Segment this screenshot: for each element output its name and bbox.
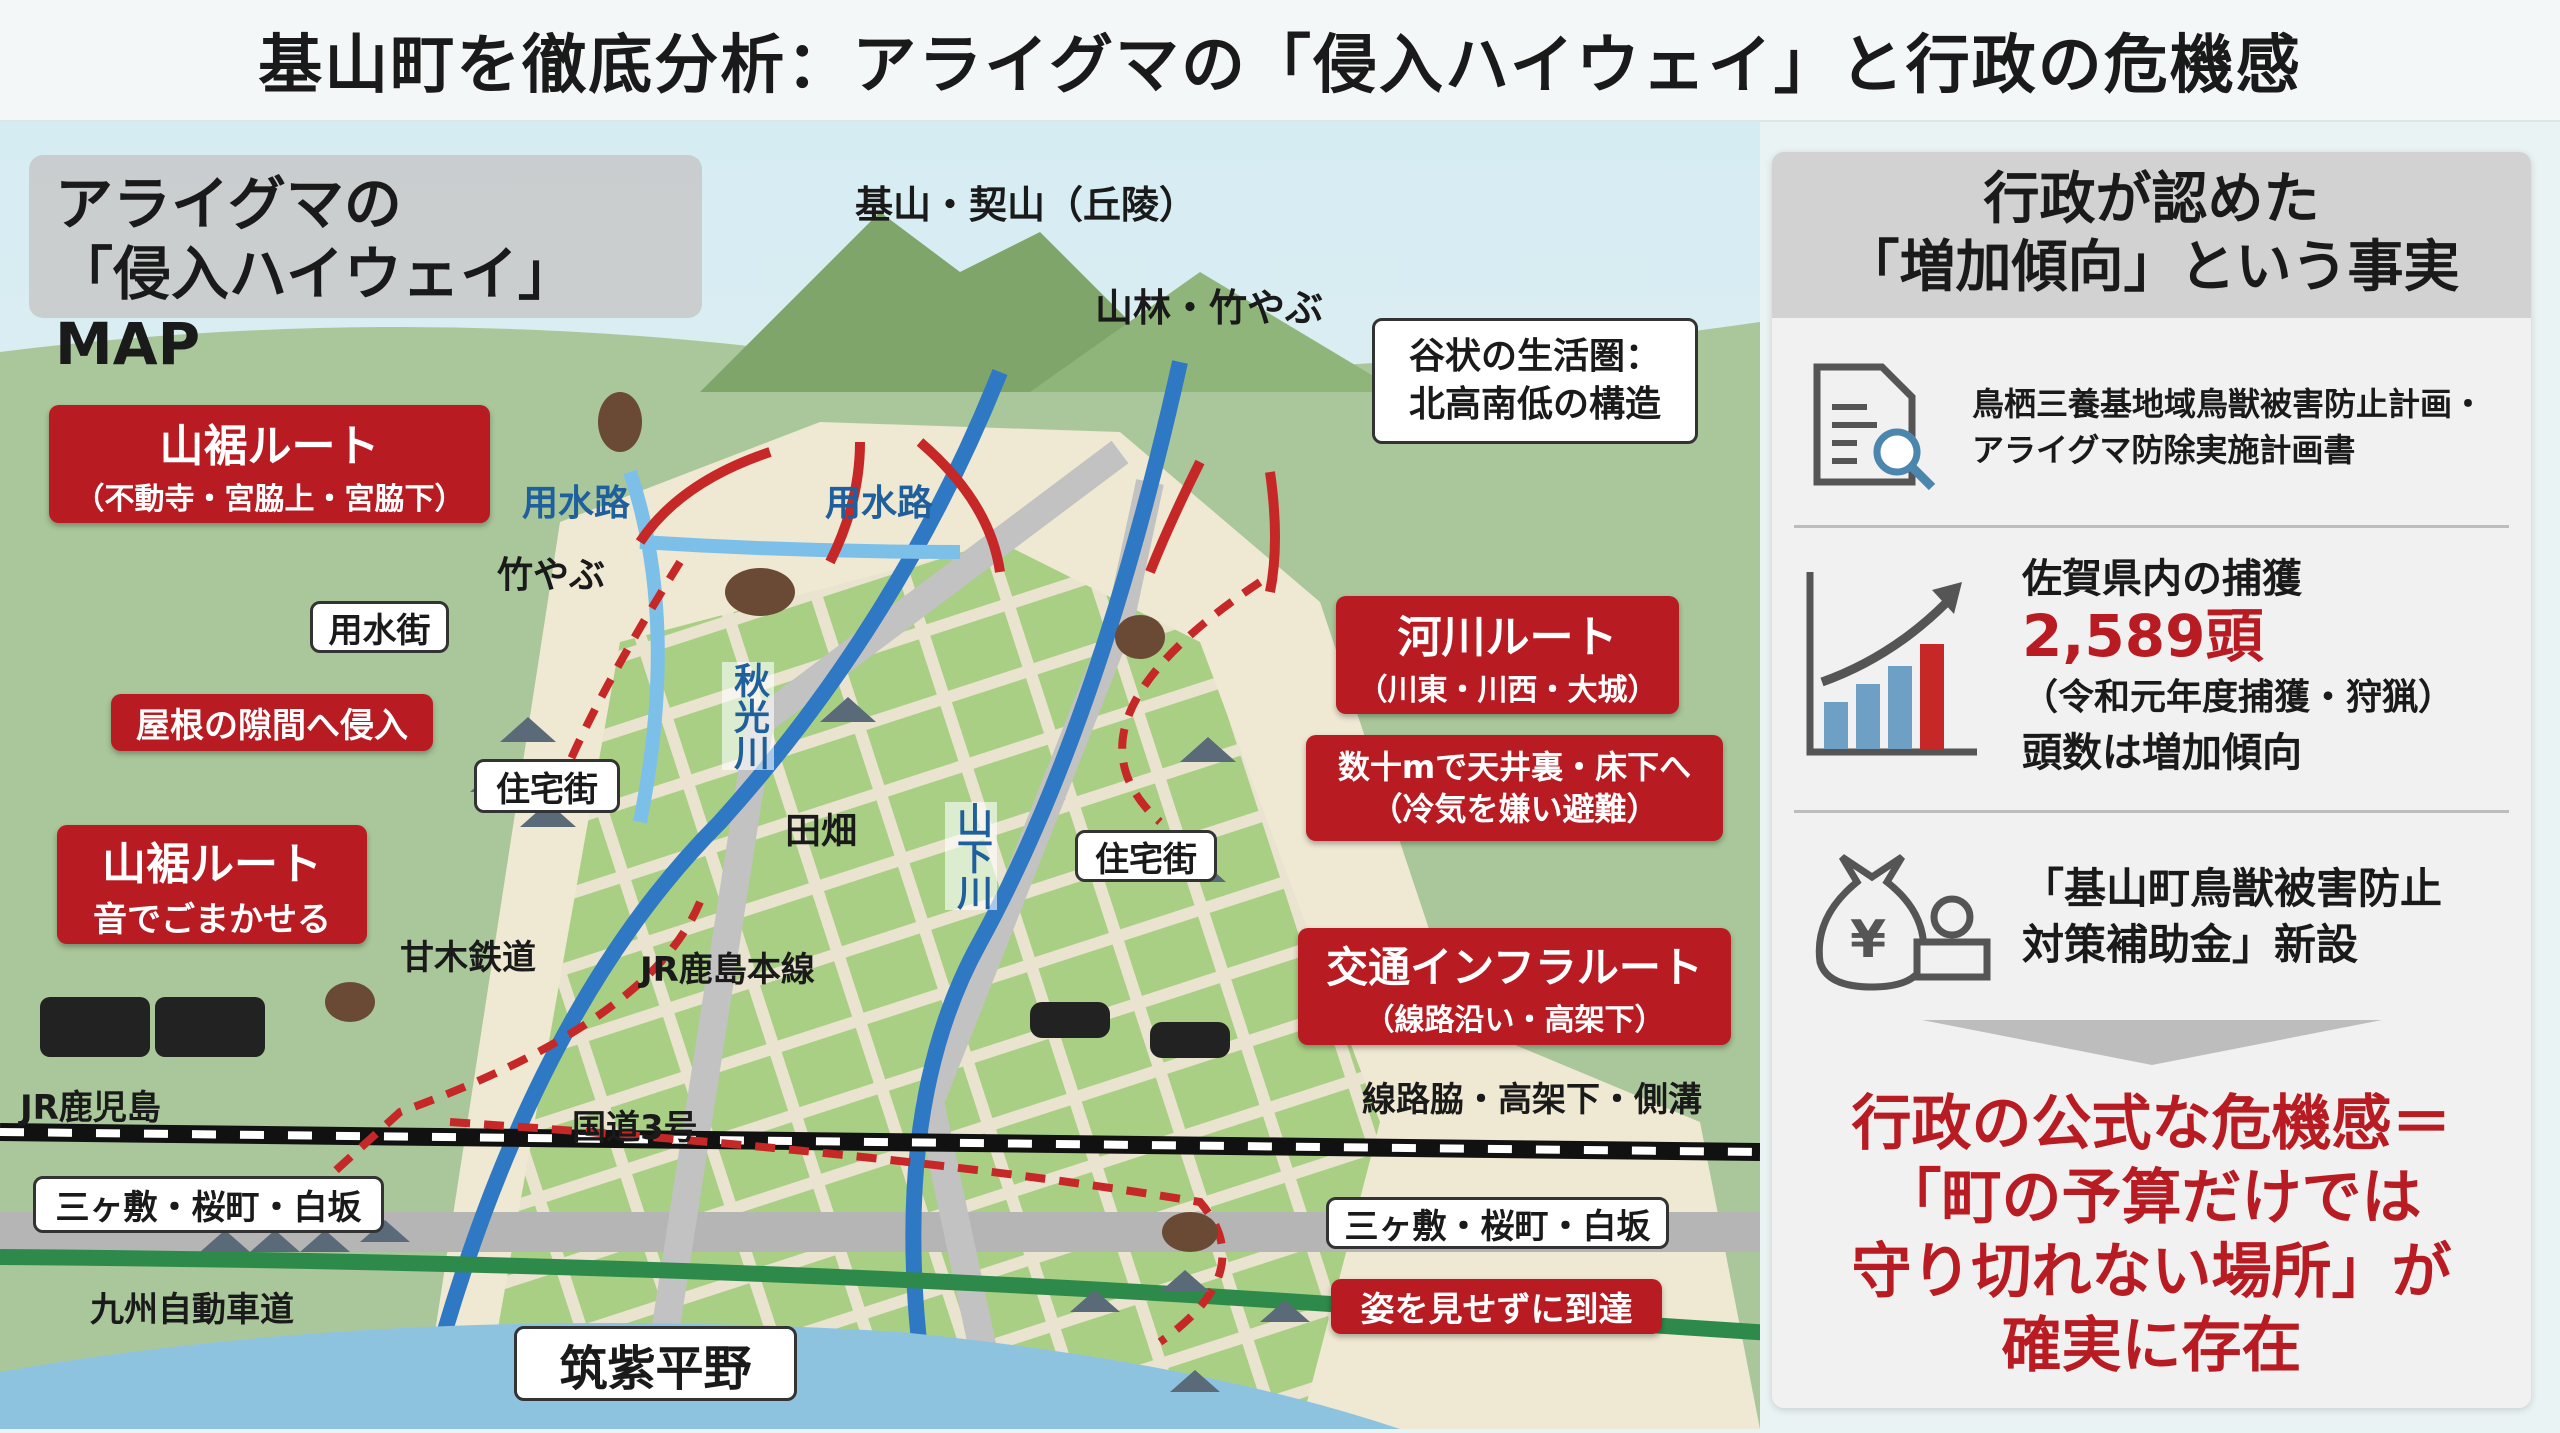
- bamboo-label: 竹やぶ: [497, 555, 606, 596]
- mountain-arrows: [635, 438, 1280, 593]
- capture-value: 2,589頭: [2022, 602, 2264, 670]
- capture-trend: 頭数は増加傾向: [2022, 730, 2302, 776]
- raccoon-icon: [325, 392, 1218, 1252]
- residential-label: 住宅街: [474, 759, 620, 813]
- svg-text:¥: ¥: [1850, 910, 1886, 970]
- divider: [1794, 525, 2509, 528]
- jr-kashima-label: JR鹿島本線: [640, 950, 815, 990]
- route-sub: （川東・川西・大城）: [1357, 673, 1658, 708]
- valley-line1: 谷状の生活圏：: [1408, 336, 1661, 377]
- page-title: 基山町を徹底分析：アライグマの「侵入ハイウェイ」と行政の危機感: [258, 29, 2302, 103]
- map-title-line1: アライグマの: [55, 170, 402, 238]
- conclusion-line4: 確実に存在: [2001, 1311, 2302, 1381]
- amagi-railway-label: 甘木鉄道: [400, 938, 536, 978]
- mountain-icon: [1030, 272, 1400, 392]
- panel-header-line1: 行政が認めた: [1983, 167, 2320, 232]
- conclusion-line3: 守り切れない場所」が: [1851, 1237, 2452, 1307]
- river-yamashita: [905, 360, 1188, 1424]
- divider: [1794, 810, 2509, 813]
- admin-facts-panel: 行政が認めた 「増加傾向」という事実 鳥栖三養基地域鳥獣被害防止計画・ アライグ…: [1772, 152, 2531, 1408]
- canal-label: 用水路: [522, 483, 631, 524]
- route3-label: 国道3号: [572, 1108, 698, 1148]
- roof-entry-callout: 屋根の隙間へ侵入: [111, 694, 433, 751]
- valley-line2: 北高南低の構造: [1408, 384, 1661, 425]
- stamp-icon: [1913, 895, 1991, 981]
- capture-label: 佐賀県内の捕獲: [2022, 556, 2302, 602]
- route-title: 山裾ルート: [102, 839, 322, 890]
- title-bar: 基山町を徹底分析：アライグマの「侵入ハイウェイ」と行政の危機感: [0, 0, 2560, 122]
- capture-text: 佐賀県内の捕獲 2,589頭 （令和元年度捕獲・狩猟） 頭数は増加傾向: [2022, 546, 2454, 778]
- panel-header: 行政が認めた 「増加傾向」という事実: [1772, 152, 2531, 318]
- foothill-route2-callout: 山裾ルート 音でごまかせる: [57, 825, 367, 944]
- plain-label: 筑紫平野: [514, 1326, 797, 1401]
- river-akimitsu-label: 秋光川: [722, 662, 774, 770]
- hills-label: 基山・契山（丘陵）: [855, 183, 1198, 227]
- mountain-icon: [700, 212, 1200, 392]
- ceiling-callout: 数十mで天井裏・床下へ （冷気を嫌い避難）: [1306, 735, 1723, 841]
- fields: [480, 542, 1380, 1429]
- route-title: 河川ルート: [1397, 612, 1618, 663]
- ceiling-line2: （冷気を嫌い避難）: [1370, 790, 1659, 828]
- area-label-right: 三ヶ敷・桜町・白坂: [1326, 1197, 1669, 1249]
- river-yamashita-label: 山下川: [945, 802, 997, 910]
- conclusion-line1: 行政の公式な危機感＝: [1851, 1089, 2452, 1159]
- subsidy-section: ¥ 「基山町鳥獣被害防止 対策補助金」新設: [1802, 832, 2502, 1002]
- money-bag-yen-icon: ¥: [1815, 854, 1991, 991]
- plan-document-section: 鳥栖三養基地域鳥獣被害防止計画・ アライグマ防除実施計画書: [1802, 352, 2502, 502]
- plan-line1: 鳥栖三養基地域鳥獣被害防止計画・: [1972, 385, 2485, 423]
- foothill-route-callout: 山裾ルート （不動寺・宮脇上・宮脇下）: [49, 405, 490, 523]
- subsidy-line1: 「基山町鳥獣被害防止: [2022, 864, 2443, 913]
- subsidy-line2: 対策補助金」新設: [2022, 920, 2359, 969]
- route-title: 山裾ルート: [159, 421, 380, 472]
- down-arrow-icon: [1922, 1020, 2382, 1065]
- subsidy-text: 「基山町鳥獣被害防止 対策補助金」新設: [2022, 861, 2442, 973]
- river-akimitsu: [412, 369, 1008, 1424]
- expressway-label: 九州自動車道: [90, 1290, 294, 1330]
- canal: [623, 469, 961, 824]
- infra-places-label: 線路脇・高架下・側溝: [1362, 1080, 1702, 1120]
- panel-header-line2: 「増加傾向」という事実: [1843, 235, 2460, 300]
- river-route-callout: 河川ルート （川東・川西・大城）: [1336, 596, 1679, 714]
- expressway: [0, 1249, 1795, 1342]
- unseen-callout: 姿を見せずに到達: [1331, 1279, 1662, 1334]
- infra-route-callout: 交通インフラルート （線路沿い・高架下）: [1298, 928, 1731, 1045]
- document-search-icon: [1813, 363, 1936, 491]
- route-title: 交通インフラルート: [1326, 943, 1703, 992]
- residential-label: 住宅街: [1075, 830, 1217, 882]
- train-icon: [40, 997, 265, 1057]
- fields-label: 田畑: [785, 811, 858, 852]
- map-title-line2: 「侵入ハイウェイ」MAP: [55, 240, 576, 378]
- area-label-left: 三ヶ敷・桜町・白坂: [33, 1176, 384, 1233]
- map-title: アライグマの 「侵入ハイウェイ」MAP: [29, 155, 702, 378]
- bar-chart-up-icon: [1806, 572, 1977, 756]
- route-sub: （不動寺・宮脇上・宮脇下）: [74, 482, 465, 517]
- capture-section: 佐賀県内の捕獲 2,589頭 （令和元年度捕獲・狩猟） 頭数は増加傾向: [1802, 547, 2502, 777]
- car-icon: [1030, 1002, 1230, 1058]
- route-sub: （線路沿い・高架下）: [1364, 1003, 1665, 1038]
- route-sub: 音でごまかせる: [93, 900, 331, 940]
- conclusion-line2: 「町の予算だけでは: [1881, 1163, 2422, 1233]
- ceiling-line1: 数十mで天井裏・床下へ: [1337, 748, 1692, 786]
- plan-text: 鳥栖三養基地域鳥獣被害防止計画・ アライグマ防除実施計画書: [1972, 381, 2484, 473]
- valley-callout: 谷状の生活圏： 北高南低の構造: [1372, 318, 1698, 444]
- intrusion-map: アライグマの 「侵入ハイウェイ」MAP 基山・契山（丘陵） 山林・竹やぶ 谷状の…: [0, 122, 1795, 1432]
- canal-label: 用水路: [825, 483, 934, 524]
- jr-kagoshima-label: JR鹿児島: [20, 1088, 161, 1128]
- plan-line2: アライグマ防除実施計画書: [1972, 431, 2356, 469]
- canal-town-label: 用水街: [310, 601, 449, 653]
- capture-note: （令和元年度捕獲・狩猟）: [2022, 677, 2455, 718]
- forest-label: 山林・竹やぶ: [1095, 286, 1324, 330]
